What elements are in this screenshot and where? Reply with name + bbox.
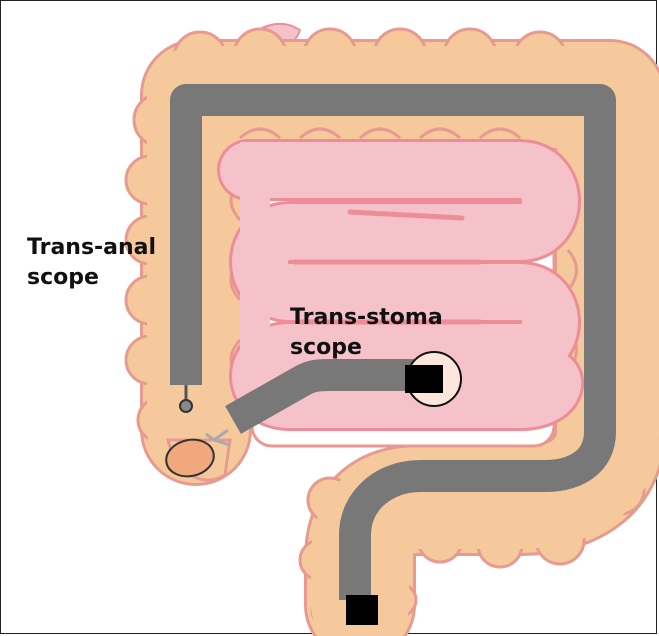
trans-stoma-scope-label: Trans-stoma scope [290, 303, 443, 363]
scope-handle-icon [346, 595, 378, 625]
stoma-scope-tip-icon [405, 365, 443, 393]
trans-anal-scope-label: Trans-anal scope [27, 233, 156, 293]
scope-tip-camera-icon [180, 400, 192, 412]
